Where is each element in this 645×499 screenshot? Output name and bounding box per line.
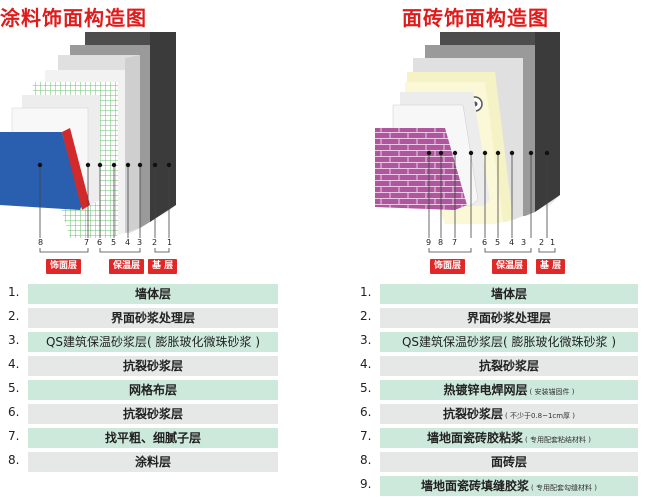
right-tag-insulation: 保温层 xyxy=(492,259,528,274)
right-layer-number: 5 xyxy=(495,238,501,247)
left-tag-base: 基 层 xyxy=(148,259,178,274)
row-index: 6. xyxy=(360,405,372,419)
row-text: 墙地面瓷砖胶粘浆( 专用配套粘结材料 ) xyxy=(380,428,638,448)
row-index: 3. xyxy=(8,333,20,347)
left-layer-number: 7 xyxy=(84,238,90,247)
right-callout-dot xyxy=(468,150,474,156)
right-callout-dot xyxy=(482,150,488,156)
row-text: 墙地面瓷砖填缝胶浆( 专用配套勾缝材料 ) xyxy=(380,476,638,496)
right-layer-number: 1 xyxy=(550,238,556,247)
right-tag-base: 基 层 xyxy=(536,259,566,274)
left-title: 涂料饰面构造图 xyxy=(0,6,147,30)
left-layer-number: 6 xyxy=(97,238,103,247)
left-callout-dot xyxy=(85,162,91,168)
row-note: ( 专用配套粘结材料 ) xyxy=(525,436,591,444)
right-layer-number: 2 xyxy=(539,238,545,247)
row-text: 涂料层 xyxy=(28,452,278,472)
right-layer-number: 9 xyxy=(426,238,432,247)
row-text: QS建筑保温砂浆层( 膨胀玻化微珠砂浆 ) xyxy=(28,332,278,352)
row-index: 7. xyxy=(8,429,20,443)
row-text: QS建筑保温砂浆层( 膨胀玻化微珠砂浆 ) xyxy=(380,332,638,352)
row-index: 7. xyxy=(360,429,372,443)
row-index: 3. xyxy=(360,333,372,347)
left-callout-dot xyxy=(97,162,103,168)
row-note: ( 安装锚固件 ) xyxy=(529,388,575,396)
left-paint-layer xyxy=(0,132,82,210)
left-layer-number: 5 xyxy=(111,238,117,247)
left-layer-number: 2 xyxy=(152,238,158,247)
row-index: 4. xyxy=(360,357,372,371)
right-callout-dot xyxy=(544,150,550,156)
row-index: 8. xyxy=(8,453,20,467)
right-tag-finish: 饰面层 xyxy=(430,259,466,274)
right-layer-number: 8 xyxy=(438,238,444,247)
row-text: 网格布层 xyxy=(28,380,278,400)
row-text: 界面砂浆处理层 xyxy=(380,308,638,328)
row-text: 找平粗、细腻子层 xyxy=(28,428,278,448)
left-layer-number: 1 xyxy=(167,238,173,247)
left-layer-illustration xyxy=(0,32,176,253)
right-layer-number: 3 xyxy=(521,238,527,247)
right-callout-dot xyxy=(509,150,515,156)
right-layer-illustration xyxy=(375,32,560,253)
row-text: 墙体层 xyxy=(380,284,638,304)
row-text: 抗裂砂浆层 xyxy=(380,356,638,376)
left-callout-dot xyxy=(152,162,158,168)
row-text: 热镀锌电焊网层( 安装锚固件 ) xyxy=(380,380,638,400)
left-tag-insulation: 保温层 xyxy=(109,259,145,274)
row-index: 4. xyxy=(8,357,20,371)
row-text: 墙体层 xyxy=(28,284,278,304)
row-index: 5. xyxy=(8,381,20,395)
left-panel: 涂料饰面构造图 xyxy=(0,0,322,477)
left-callout-dot xyxy=(125,162,131,168)
row-note: ( 不少于0.8~1cm厚 ) xyxy=(504,412,576,420)
right-callout-dot xyxy=(426,150,432,156)
row-text: 抗裂砂浆层 xyxy=(28,404,278,424)
left-layer-number: 4 xyxy=(125,238,131,247)
right-layer-number: 7 xyxy=(452,238,458,247)
right-layer-number: 4 xyxy=(509,238,515,247)
row-text: 界面砂浆处理层 xyxy=(28,308,278,328)
right-callout-dot xyxy=(452,150,458,156)
left-layer-number: 3 xyxy=(137,238,143,247)
row-index: 2. xyxy=(8,309,20,323)
left-callout-dot xyxy=(111,162,117,168)
left-callout-dot xyxy=(166,162,172,168)
left-callout-dot xyxy=(137,162,143,168)
row-index: 5. xyxy=(360,381,372,395)
row-index: 1. xyxy=(8,285,20,299)
right-layer-number: 6 xyxy=(482,238,488,247)
right-callout-dot xyxy=(438,150,444,156)
left-callout-dot xyxy=(37,162,43,168)
row-text: 抗裂砂浆层 xyxy=(28,356,278,376)
right-title: 面砖饰面构造图 xyxy=(402,6,549,30)
left-tag-finish: 饰面层 xyxy=(46,259,82,274)
row-index: 2. xyxy=(360,309,372,323)
row-index: 1. xyxy=(360,285,372,299)
row-index: 9. xyxy=(360,477,372,491)
left-layer-number: 8 xyxy=(38,238,44,247)
row-index: 6. xyxy=(8,405,20,419)
right-callout-dot xyxy=(528,150,534,156)
row-index: 8. xyxy=(360,453,372,467)
right-tile-layer xyxy=(375,128,467,210)
row-note: ( 专用配套勾缝材料 ) xyxy=(531,484,597,492)
right-panel: 面砖饰面构造图 xyxy=(345,0,645,496)
row-text: 面砖层 xyxy=(380,452,638,472)
row-text: 抗裂砂浆层( 不少于0.8~1cm厚 ) xyxy=(380,404,638,424)
right-callout-dot xyxy=(495,150,501,156)
